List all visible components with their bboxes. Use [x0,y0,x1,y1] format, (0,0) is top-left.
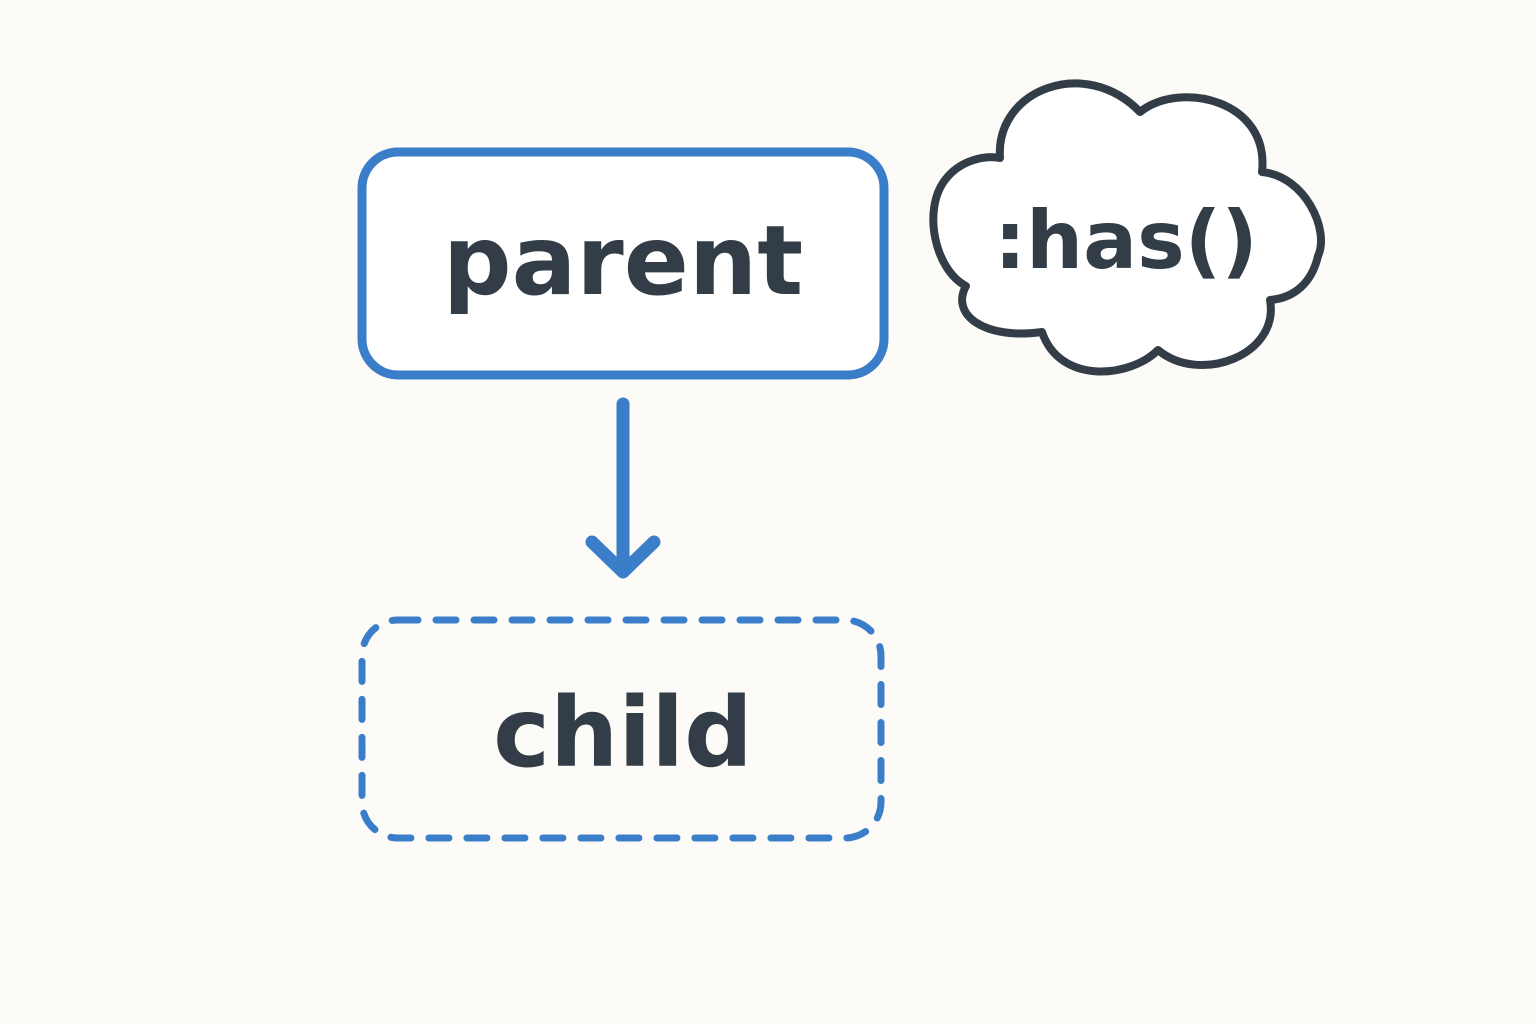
child-node: child [358,616,885,842]
parent-label: parent [443,205,803,317]
selector-label: :has() [994,194,1258,287]
child-box [358,616,885,842]
child-label: child [493,677,753,789]
arrow-head [585,535,661,579]
cloud-shape [929,79,1325,376]
arrow-down-icon [585,397,661,579]
parent-node: parent [357,147,889,380]
cloud-icon: :has() [929,79,1325,376]
parent-box [357,147,889,380]
